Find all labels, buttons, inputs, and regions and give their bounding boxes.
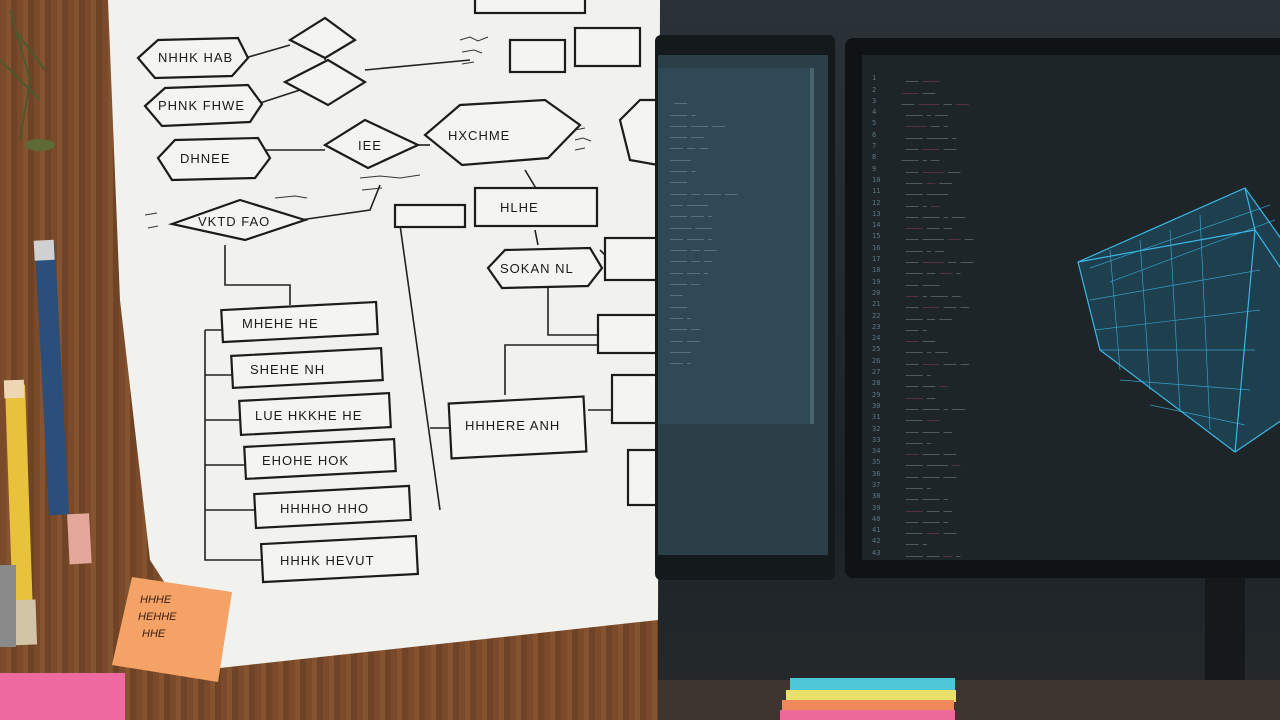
svg-text:NHHK HAB: NHHK HAB xyxy=(158,50,233,65)
flowchart-node: IEE xyxy=(322,118,421,170)
svg-text:HHHERE ANH: HHHERE ANH xyxy=(465,418,560,433)
svg-text:HLHE: HLHE xyxy=(500,200,539,215)
flowchart-node: SHEHE NH xyxy=(230,346,384,390)
sticky-note-orange: HHHE HEHHE HHE xyxy=(112,577,232,682)
flowchart-node xyxy=(282,58,368,107)
sticky-pad-stack xyxy=(780,678,956,720)
scribbles xyxy=(144,36,592,229)
flowchart-node: DHNEE xyxy=(156,136,272,182)
flowchart-node: LUE HKKHE HE xyxy=(238,391,392,437)
svg-text:SHEHE NH: SHEHE NH xyxy=(250,362,325,377)
flowchart-node: HLHE xyxy=(473,186,599,228)
flowchart-node: NHHK HAB xyxy=(136,36,250,80)
flowchart-node: HHHERE ANH xyxy=(447,395,588,460)
svg-text:HXCHME: HXCHME xyxy=(448,128,510,143)
plant xyxy=(0,9,55,151)
svg-text:HHHK HEVUT: HHHK HEVUT xyxy=(280,553,375,568)
flowchart-node: MHEHE HE xyxy=(220,300,379,344)
flowchart-node: EHOHE HOK xyxy=(243,437,397,481)
svg-text:HHHE: HHHE xyxy=(140,594,172,606)
flowchart-node xyxy=(287,16,357,60)
svg-text:HHHHO HHO: HHHHO HHO xyxy=(280,501,369,516)
wireframe-cube xyxy=(1077,187,1280,453)
code-editor-left: ___ ____ _ ____ ____ ___ ____ ___ ___ __… xyxy=(670,96,738,365)
svg-text:PHNK FHWE: PHNK FHWE xyxy=(158,98,245,113)
code-editor-right: 1 ___ ____ 2 ____ ___ 3 ___ _____ __ ___… xyxy=(872,74,974,557)
svg-text:LUE HKKHE HE: LUE HKKHE HE xyxy=(255,408,362,423)
svg-text:MHEHE HE: MHEHE HE xyxy=(242,316,319,331)
pencil-yellow xyxy=(3,379,38,646)
flowchart-node: PHNK FHWE xyxy=(143,83,264,128)
flowchart-node: HHHK HEVUT xyxy=(259,534,420,584)
svg-text:HHE: HHE xyxy=(142,628,166,640)
flowchart-node: SOKAN NL xyxy=(486,246,604,290)
svg-text:SOKAN NL: SOKAN NL xyxy=(500,261,574,276)
desk-surface-right xyxy=(658,680,1280,720)
svg-text:HEHHE: HEHHE xyxy=(138,611,177,623)
monitor-right xyxy=(845,38,1280,720)
flowchart-node: HXCHME xyxy=(423,98,582,167)
svg-text:DHNEE: DHNEE xyxy=(180,151,231,166)
pencil-blue xyxy=(33,239,92,565)
device-edge xyxy=(0,565,16,647)
svg-text:IEE: IEE xyxy=(358,138,382,153)
flowchart-node: HHHHO HHO xyxy=(253,484,412,530)
sticky-note-pink xyxy=(0,673,125,720)
monitor-left xyxy=(655,35,835,580)
flowchart-node: VKTD FAO xyxy=(167,198,309,242)
svg-text:EHOHE HOK: EHOHE HOK xyxy=(262,453,349,468)
svg-text:VKTD FAO: VKTD FAO xyxy=(198,214,270,229)
flowchart-nodes: NHHK HAB PHNK FHWE DHNEE VKTD FAO IEE HX… xyxy=(136,0,660,584)
